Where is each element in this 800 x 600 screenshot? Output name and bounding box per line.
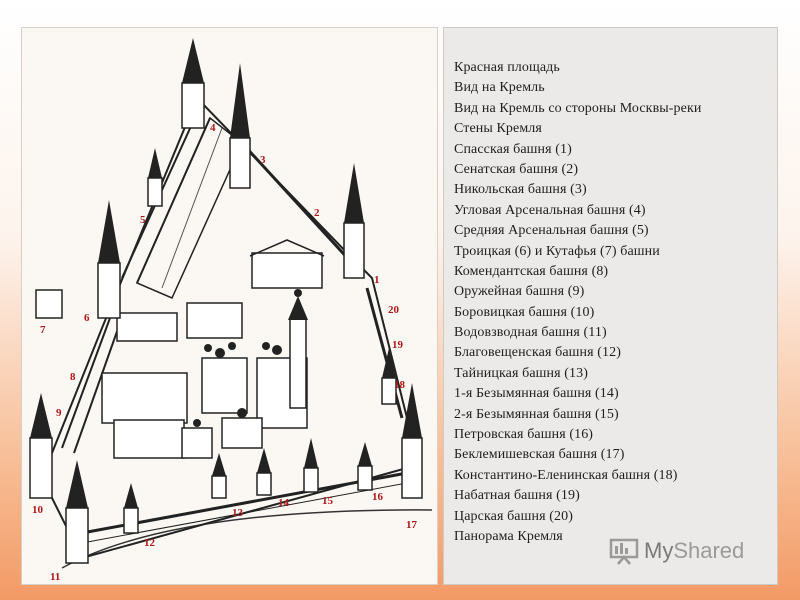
- tower-number-7: 7: [40, 324, 46, 336]
- tower-number-19: 19: [392, 339, 404, 351]
- tower-number-11: 11: [50, 571, 60, 583]
- topic-list-item[interactable]: Вид на Кремль со стороны Москвы-реки: [454, 100, 702, 116]
- tower-number-20: 20: [388, 304, 400, 316]
- tower-number-15: 15: [322, 495, 334, 507]
- topic-list-item[interactable]: Константино-Еленинская башня (18): [454, 467, 678, 483]
- topic-list-item[interactable]: Тайницкая башня (13): [454, 365, 589, 381]
- tower-number-3: 3: [260, 154, 266, 166]
- topic-list-item[interactable]: Средняя Арсенальная башня (5): [454, 223, 649, 239]
- myshared-watermark: MyShared: [608, 536, 744, 566]
- topic-list-item[interactable]: Благовещенская башня (12): [454, 345, 622, 361]
- presentation-board-icon: [609, 538, 639, 565]
- topic-list-item[interactable]: Вид на Кремль: [454, 80, 545, 96]
- topic-list-item[interactable]: Петровская башня (16): [454, 427, 594, 443]
- tower-number-13: 13: [232, 507, 244, 519]
- topic-list-item[interactable]: Красная площадь: [454, 60, 560, 75]
- tower-number-18: 18: [394, 379, 406, 391]
- topic-list-item[interactable]: Угловая Арсенальная башня (4): [454, 202, 646, 218]
- topic-list-item[interactable]: Комендантская башня (8): [454, 263, 609, 279]
- tower-number-12: 12: [144, 537, 156, 549]
- tower-number-17: 17: [406, 519, 418, 531]
- topic-list-item[interactable]: 2-я Безымянная башня (15): [454, 406, 619, 422]
- topic-list-item[interactable]: Сенатская башня (2): [454, 161, 579, 177]
- topic-list-item[interactable]: Панорама Кремля: [454, 528, 563, 544]
- tower-number-9: 9: [56, 407, 62, 419]
- tower-number-8: 8: [70, 371, 76, 383]
- topic-list-item[interactable]: Стены Кремля: [454, 121, 542, 137]
- topic-list-item[interactable]: Боровицкая башня (10): [454, 304, 595, 320]
- topic-list-item[interactable]: Троицкая (6) и Кутафья (7) башни: [454, 243, 660, 259]
- topic-list-item[interactable]: Беклемишевская башня (17): [454, 447, 625, 463]
- topic-list-item[interactable]: Спасская башня (1): [454, 141, 572, 157]
- topic-list-item[interactable]: Никольская башня (3): [454, 182, 587, 198]
- tower-number-2: 2: [314, 207, 320, 219]
- topic-list-item[interactable]: 1-я Безымянная башня (14): [454, 386, 619, 402]
- topic-list-item[interactable]: Царская башня (20): [454, 508, 573, 524]
- tower-number-10: 10: [32, 504, 44, 516]
- topic-list-item[interactable]: Водовзводная башня (11): [454, 325, 607, 341]
- tower-number-14: 14: [278, 497, 290, 509]
- topic-list-item[interactable]: Оружейная башня (9): [454, 284, 585, 300]
- tower-number-4: 4: [210, 122, 216, 134]
- tower-number-16: 16: [372, 491, 384, 503]
- topic-list-item[interactable]: Набатная башня (19): [454, 488, 580, 504]
- tower-number-6: 6: [84, 312, 90, 324]
- tower-number-1: 1: [374, 274, 380, 286]
- watermark-brand: MyShared: [644, 538, 745, 563]
- tower-number-5: 5: [140, 214, 146, 226]
